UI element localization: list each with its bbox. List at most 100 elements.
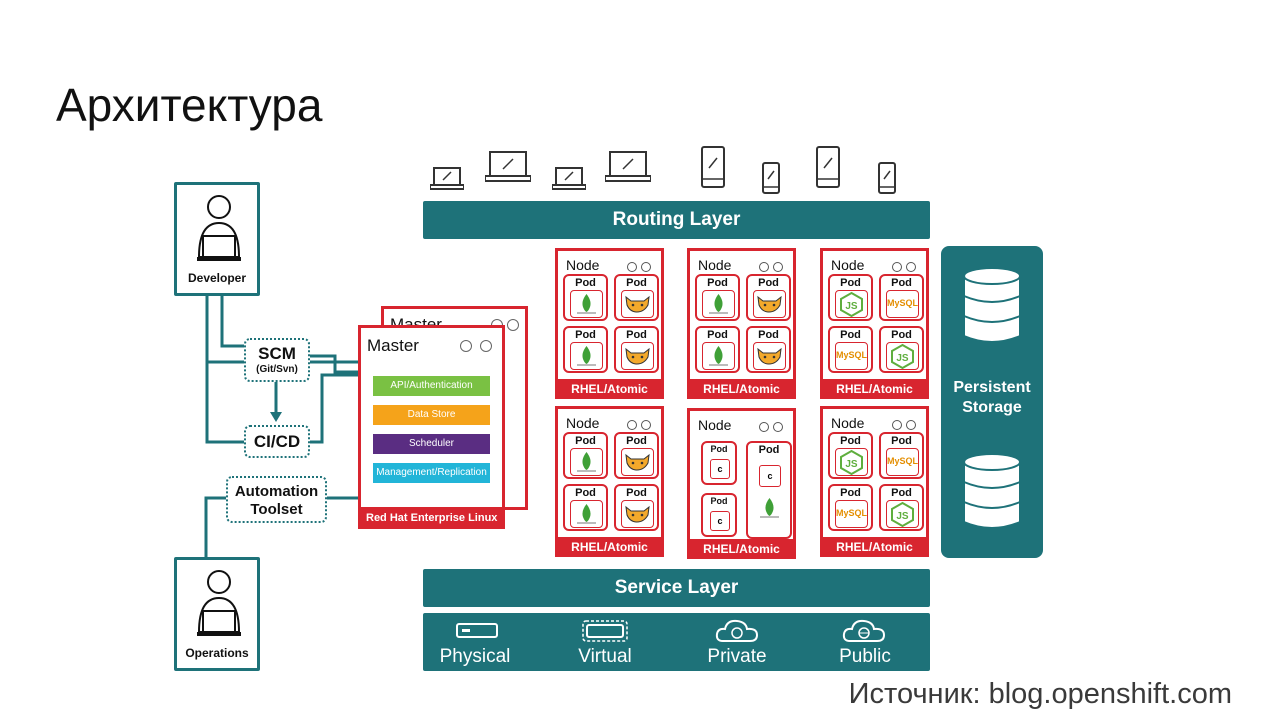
pod-label: Pod	[891, 329, 912, 341]
pod-label: Pod	[891, 277, 912, 289]
database-icon	[963, 267, 1021, 343]
pod-label: Pod	[710, 496, 728, 506]
pod-label: Pod	[758, 329, 779, 341]
tomcat-icon	[753, 290, 786, 318]
routing-layer: Routing Layer	[423, 201, 930, 239]
mongodb-icon	[702, 290, 735, 318]
api-authentication-bar: API/Authentication	[373, 376, 490, 396]
laptop-icon	[605, 151, 651, 182]
pod-label: Pod	[758, 277, 779, 289]
node-title: Node	[698, 257, 732, 273]
pod: Pod	[614, 432, 659, 479]
automation-toolset-box: Automation Toolset	[226, 476, 327, 523]
master-os-bar: Red Hat Enterprise Linux	[358, 507, 505, 529]
database-icon	[963, 453, 1021, 529]
persistent-storage-panel: Persistent Storage	[941, 246, 1043, 558]
window-dot-icon	[759, 422, 769, 432]
container-icon: c	[710, 459, 730, 479]
window-dot-icon	[906, 420, 916, 430]
pod-label: Pod	[840, 487, 861, 499]
nodejs-icon: JS	[886, 342, 919, 370]
tomcat-icon	[621, 290, 654, 318]
window-dot-icon	[460, 340, 472, 352]
pod: Pod	[563, 484, 608, 531]
scm-box: SCM (Git/Svn)	[244, 338, 310, 382]
mysql-text: MySQL	[887, 456, 919, 466]
laptop-icon	[430, 167, 464, 190]
node-os-bar: RHEL/Atomic	[687, 539, 796, 559]
operations-icon	[197, 570, 241, 636]
mongodb-icon	[570, 342, 603, 370]
pod-label: Pod	[707, 329, 728, 341]
window-dot-icon	[773, 262, 783, 272]
tomcat-icon	[621, 448, 654, 476]
pod-label: Pod	[575, 487, 596, 499]
developer-label: Developer	[187, 271, 247, 285]
pod-label: Pod	[758, 444, 780, 456]
svg-text:JS: JS	[896, 353, 909, 364]
mysql-icon: MySQL	[835, 342, 868, 370]
svg-text:JS: JS	[845, 301, 858, 312]
window-dot-icon	[906, 262, 916, 272]
mongodb-icon	[702, 342, 735, 370]
master-panel: Master API/Authentication Data Store Sch…	[358, 325, 505, 529]
pod: Pod	[614, 326, 659, 373]
infra-physical-label: Physical	[439, 646, 511, 667]
pod: Pod	[563, 326, 608, 373]
window-dot-icon	[892, 420, 902, 430]
pod: Pod	[746, 326, 791, 373]
container-icon: c	[710, 511, 730, 531]
pod-label: Pod	[626, 329, 647, 341]
mysql-text: MySQL	[887, 298, 919, 308]
slide-title: Архитектура	[56, 79, 323, 131]
persistent-storage-label: Persistent Storage	[941, 378, 1043, 418]
pod-label: Pod	[575, 435, 596, 447]
cicd-label: CI/CD	[253, 432, 301, 451]
window-dot-icon	[480, 340, 492, 352]
mongodb-icon	[570, 290, 603, 318]
node-title: Node	[831, 257, 865, 273]
source-caption: Источник: blog.openshift.com	[848, 678, 1232, 710]
service-layer: Service Layer	[423, 569, 930, 607]
pod-label: Pod	[840, 329, 861, 341]
pod-label: Pod	[575, 329, 596, 341]
node-title: Node	[698, 417, 732, 433]
management-replication-bar: Management/Replication	[373, 463, 490, 483]
tomcat-icon	[753, 342, 786, 370]
tomcat-icon	[621, 500, 654, 528]
nodejs-icon: JS	[886, 500, 919, 528]
infra-private-label: Private	[707, 646, 767, 667]
pod-label: Pod	[707, 277, 728, 289]
operations-label: Operations	[185, 646, 249, 660]
nodejs-icon: JS	[835, 290, 868, 318]
mysql-text: MySQL	[836, 508, 868, 518]
node-os-bar: RHEL/Atomic	[820, 379, 929, 399]
mysql-icon: MySQL	[886, 290, 919, 318]
client-devices	[420, 140, 930, 198]
pod: Pod	[695, 274, 740, 321]
persistent-label-line1: Persistent	[953, 379, 1031, 396]
window-dot-icon	[641, 262, 651, 272]
pod-label: Pod	[626, 277, 647, 289]
infra-public-label: Public	[839, 646, 891, 667]
node-os-bar: RHEL/Atomic	[555, 379, 664, 399]
node-title: Node	[566, 257, 600, 273]
public-cloud-icon	[842, 619, 886, 642]
phone-icon	[701, 146, 725, 188]
window-dot-icon	[641, 420, 651, 430]
data-store-bar: Data Store	[373, 405, 490, 425]
automation-label-line2: Toolset	[250, 501, 303, 518]
pod: Pod	[614, 274, 659, 321]
persistent-label-line2: Storage	[962, 399, 1022, 416]
